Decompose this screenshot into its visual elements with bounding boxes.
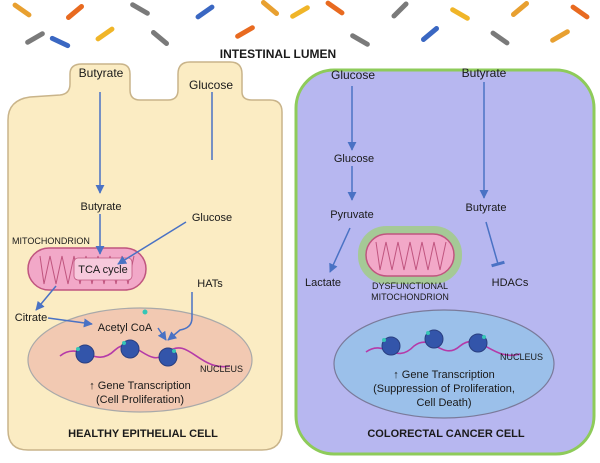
bacterium	[260, 0, 280, 16]
bacterium	[391, 1, 409, 19]
healthy-cell-title: HEALTHY EPITHELIAL CELL	[68, 428, 218, 440]
acetyl-marker	[76, 347, 80, 351]
cancer-transcription-line2: (Suppression of Proliferation,	[373, 383, 515, 395]
dysfunctional-mito-label-line1: DYSFUNCTIONAL	[372, 281, 448, 291]
healthy-nucleus	[27, 307, 253, 413]
healthy-nucleus-label: NUCLEUS	[200, 364, 243, 374]
arrow-acetylcoa-to-chromatin	[157, 327, 167, 341]
acetyl-marker	[122, 341, 126, 345]
bacterium	[490, 30, 510, 46]
bacterium	[150, 30, 170, 46]
bacterium	[290, 5, 310, 19]
bacterium	[95, 26, 115, 42]
healthy-chromatin-2	[120, 339, 140, 359]
acetyl-coa-label: Acetyl CoA	[98, 322, 153, 334]
bacterium	[65, 4, 85, 20]
healthy-chromatin-3	[158, 347, 178, 367]
bacterium	[510, 1, 530, 17]
citrate-label: Citrate	[15, 312, 47, 324]
bacterium	[325, 0, 345, 16]
acetyl-marker	[482, 335, 486, 339]
bacterium	[130, 2, 150, 16]
dysfunctional-mitochondrion	[365, 233, 455, 277]
bacterium	[49, 35, 71, 49]
healthy-transcription-line2: (Cell Proliferation)	[96, 394, 184, 406]
bacterium	[550, 29, 570, 43]
pyruvate-label: Pyruvate	[330, 209, 373, 221]
bacterium	[450, 7, 470, 21]
healthy-butyrate-inner-label: Butyrate	[81, 201, 122, 213]
inhibition-butyrate-to-hdacs	[485, 221, 505, 268]
acetyl-marker	[382, 338, 386, 342]
arrow-citrate-to-acetylcoa	[47, 317, 93, 328]
acetyl-marker	[172, 349, 176, 353]
bacterium	[195, 4, 215, 20]
bacterium	[420, 26, 440, 42]
cancer-transcription-line3: Cell Death)	[416, 397, 471, 409]
cancer-chromatin-3	[468, 333, 488, 353]
hdacs-label: HDACs	[492, 277, 529, 289]
cancer-cell-title: COLORECTAL CANCER CELL	[367, 428, 525, 440]
cancer-butyrate-top-label: Butyrate	[462, 66, 507, 80]
healthy-glucose-inner-label: Glucose	[192, 212, 232, 224]
cancer-glucose-inner-label: Glucose	[334, 153, 374, 165]
cancer-transcription-line1: ↑ Gene Transcription	[393, 369, 495, 381]
bacterium	[570, 4, 590, 20]
arrow-glucose-to-mitochondrion	[117, 221, 187, 265]
arrow-hats-to-chromatin	[167, 292, 193, 341]
bacterium	[350, 33, 370, 47]
dysfunctional-mito-label-line2: MITOCHONDRION	[371, 292, 449, 302]
mitochondrion-label: MITOCHONDRION	[12, 236, 90, 246]
cancer-butyrate-inner-label: Butyrate	[466, 202, 507, 214]
bacterium	[12, 2, 32, 18]
bacteria-group	[12, 0, 590, 49]
tca-cycle-label: TCA cycle	[78, 264, 128, 276]
arrow-pyruvate-to-lactate	[329, 227, 351, 273]
bacterium	[235, 25, 255, 39]
intestinal-lumen-label: INTESTINAL LUMEN	[220, 47, 336, 61]
hats-label: HATs	[197, 278, 223, 290]
healthy-chromatin-1	[75, 344, 95, 364]
healthy-transcription-line1: ↑ Gene Transcription	[89, 380, 191, 392]
arrow-mitochondrion-to-citrate	[35, 285, 57, 311]
dysfunctional-mitochondrion-cristae	[375, 241, 447, 271]
cancer-glucose-top-label: Glucose	[331, 68, 375, 82]
bacterium	[25, 31, 45, 45]
acetyl-marker	[426, 331, 430, 335]
lactate-label: Lactate	[305, 277, 341, 289]
healthy-glucose-top-label: Glucose	[189, 78, 233, 92]
cancer-chromatin-1	[381, 336, 401, 356]
cancer-chromatin-2	[424, 329, 444, 349]
healthy-butyrate-top-label: Butyrate	[79, 66, 124, 80]
acetyl-marker	[142, 309, 148, 315]
cancer-nucleus-label: NUCLEUS	[500, 352, 543, 362]
